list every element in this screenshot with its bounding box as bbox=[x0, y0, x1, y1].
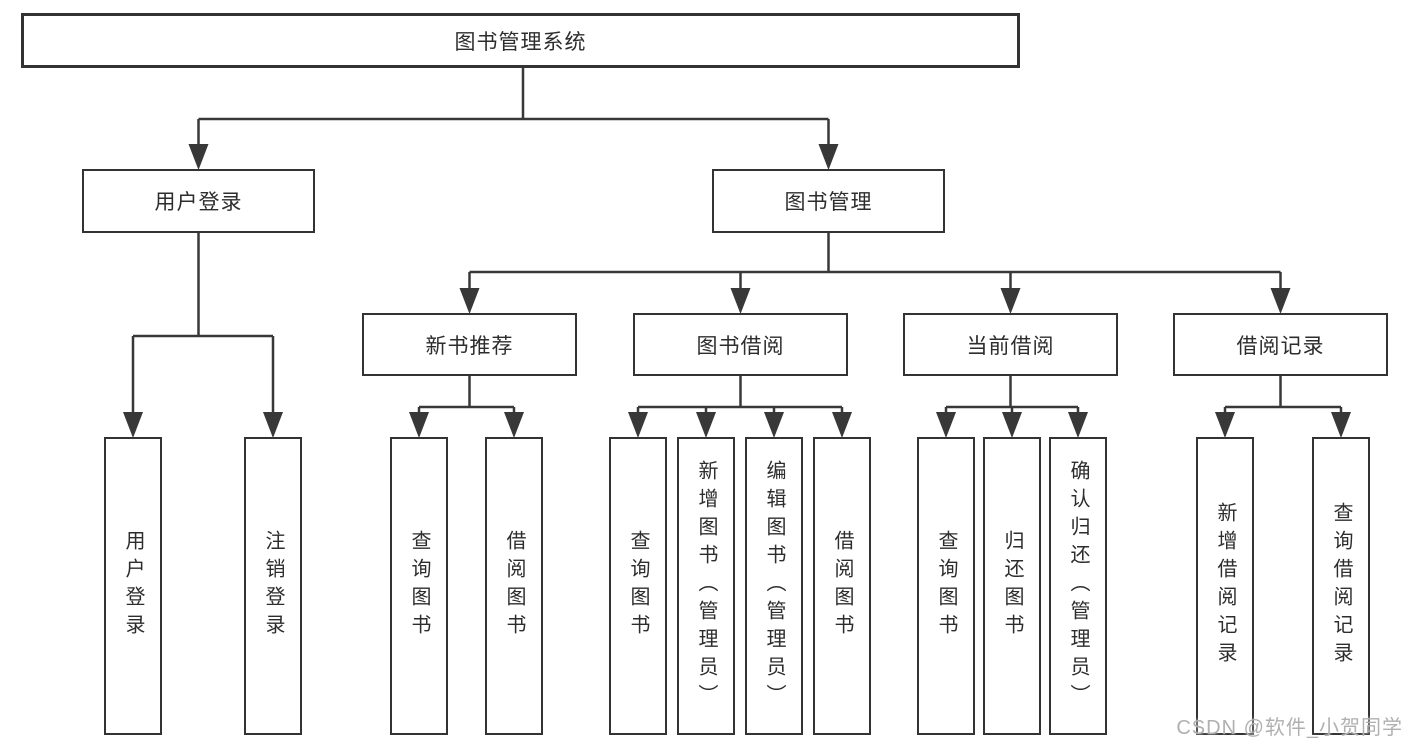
leaf-borrow-books: 借阅图书 bbox=[813, 437, 871, 735]
leaf-user-login: 用户登录 bbox=[104, 437, 162, 735]
node-book-management: 图书管理 bbox=[712, 169, 945, 233]
node-current-borrow: 当前借阅 bbox=[903, 313, 1118, 376]
leaf-add-books-admin: 新增图书（管理员） bbox=[677, 437, 735, 735]
leaf-query-books-recommend: 查询图书 bbox=[390, 437, 448, 735]
leaf-borrow-books-recommend: 借阅图书 bbox=[485, 437, 543, 735]
node-library-management-system: 图书管理系统 bbox=[21, 13, 1020, 68]
node-book-borrow: 图书借阅 bbox=[633, 313, 848, 376]
leaf-edit-books-admin: 编辑图书（管理员） bbox=[745, 437, 803, 735]
leaf-add-borrow-record: 新增借阅记录 bbox=[1196, 437, 1254, 735]
node-new-book-recommend: 新书推荐 bbox=[362, 313, 577, 376]
node-borrow-records: 借阅记录 bbox=[1173, 313, 1388, 376]
node-user-login: 用户登录 bbox=[82, 169, 315, 233]
leaf-confirm-return-admin: 确认归还（管理员） bbox=[1049, 437, 1107, 735]
leaf-query-books-borrow: 查询图书 bbox=[609, 437, 667, 735]
csdn-watermark: CSDN @软件_小贺同学 bbox=[1176, 717, 1403, 739]
leaf-query-borrow-record: 查询借阅记录 bbox=[1312, 437, 1370, 735]
leaf-query-books-current: 查询图书 bbox=[917, 437, 975, 735]
leaf-logout: 注销登录 bbox=[244, 437, 302, 735]
leaf-return-books: 归还图书 bbox=[983, 437, 1041, 735]
